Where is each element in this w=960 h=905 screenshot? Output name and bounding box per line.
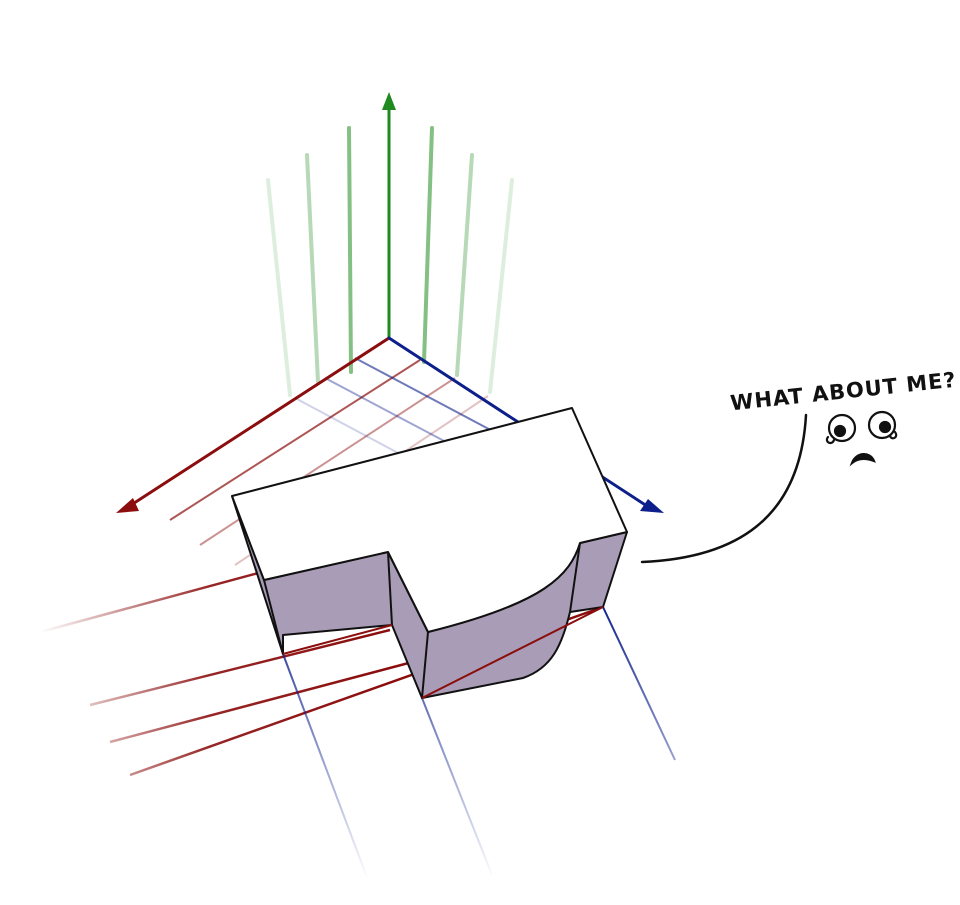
right-eye [867,410,897,440]
speech-text: WHAT ABOUT ME? [729,368,957,416]
green-arrow-up-icon [382,92,396,110]
worried-face-icon [825,410,898,467]
vertical-guide-line [347,126,353,374]
blue-arrow-down-right-icon [640,499,664,513]
right-tear [888,430,898,440]
vertical-guide-line [305,153,320,384]
grid-line-blue [324,377,466,453]
left-tear [825,435,836,445]
red-arrow-down-left-icon [116,498,139,513]
red-depth-line [89,628,391,707]
base-edge-red [421,606,604,699]
vertical-guide-line [422,126,434,364]
blue-depth-line [602,606,676,761]
vertical-guide-line [266,178,292,397]
blue-depth-line [421,697,493,876]
block-edge [569,542,581,613]
left-axis [126,336,391,509]
vertical-guide-lines [266,126,514,397]
red-depth-line [39,570,263,634]
blue-depth-line [282,653,369,881]
blue-depth-lines [282,606,676,881]
block-edge [421,631,429,699]
worried-mouth [849,453,876,467]
block [231,407,628,699]
red-depth-lines [39,570,601,777]
block-base-edges [282,606,604,699]
red-depth-line [109,658,421,744]
left-eye [827,413,857,443]
base-edge-red [282,624,393,655]
vertical-guide-line [488,178,514,394]
block-edge [387,551,393,626]
block-edge [263,579,284,655]
left-pupil [833,424,847,438]
vertical-guide-line [455,153,474,377]
grid-line-blue [354,357,501,436]
grid-line-red [169,359,421,521]
speech-tail [640,413,808,564]
right-pupil [878,420,892,434]
